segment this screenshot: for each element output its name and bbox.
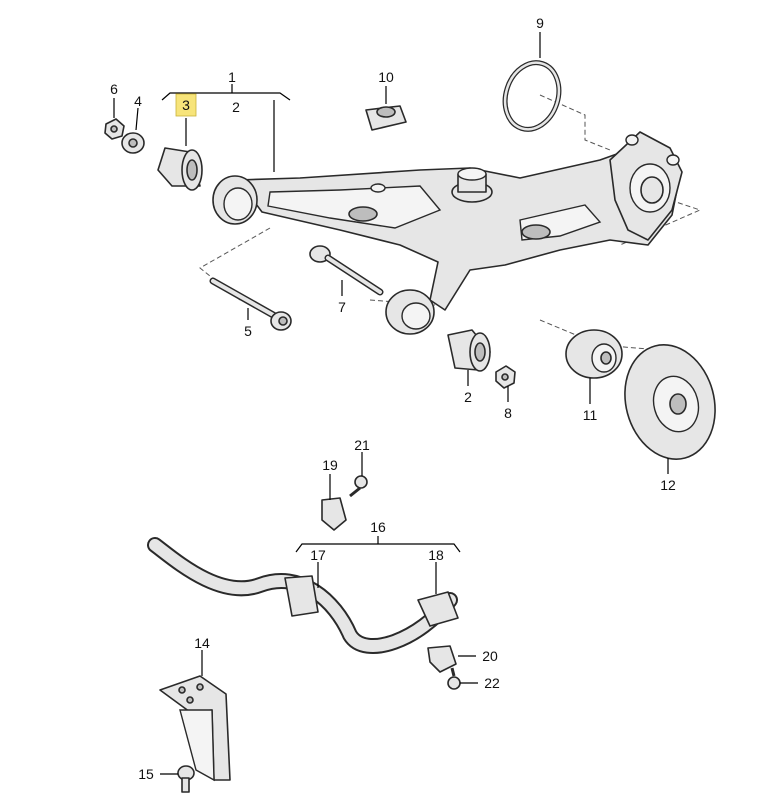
callout-2-upper: 2	[232, 99, 240, 115]
callout-10: 10	[378, 69, 394, 85]
callout-7: 7	[338, 299, 346, 315]
callout-1: 1	[228, 69, 236, 85]
callout-16: 16	[370, 519, 386, 535]
bolt-21	[349, 475, 368, 498]
leader-lines	[113, 32, 669, 775]
callout-8: 8	[504, 405, 512, 421]
callout-19: 19	[322, 457, 338, 473]
bracket-14	[159, 675, 231, 782]
washer	[121, 132, 145, 154]
callout-17: 17	[310, 547, 326, 563]
callout-5: 5	[244, 323, 252, 339]
callout-9: 9	[536, 15, 544, 31]
clip-19	[321, 497, 347, 531]
brake-disc	[624, 344, 716, 460]
ring-9	[502, 60, 562, 132]
nut-front	[104, 118, 125, 140]
callout-6: 6	[110, 81, 118, 97]
callout-18: 18	[428, 547, 444, 563]
callout-22: 22	[484, 675, 500, 691]
bush-front	[157, 147, 203, 191]
clip-20	[427, 645, 457, 673]
callout-labels: 1 2 3 4 6 9 10 5 7 2 8 11 12 21 19 16 17…	[110, 15, 676, 782]
bolt-5	[209, 277, 292, 331]
bush-rear	[447, 329, 491, 372]
bolt-15	[177, 765, 195, 793]
callout-15: 15	[138, 766, 154, 782]
wheel-hub	[565, 329, 623, 379]
bolt-7	[309, 245, 384, 296]
callout-14: 14	[194, 635, 210, 651]
callout-highlight	[175, 93, 197, 117]
callout-2-lower: 2	[464, 389, 472, 405]
callout-11: 11	[583, 407, 598, 423]
callout-3: 3	[182, 97, 190, 113]
callout-12: 12	[660, 477, 676, 493]
nut-rear	[495, 365, 516, 389]
callout-4: 4	[134, 93, 142, 109]
stabilizer-bar	[147, 537, 459, 654]
pad-10	[365, 105, 407, 131]
control-arm	[212, 131, 683, 335]
bolt-22	[447, 667, 461, 690]
callout-21: 21	[354, 437, 370, 453]
callout-20: 20	[482, 648, 498, 664]
